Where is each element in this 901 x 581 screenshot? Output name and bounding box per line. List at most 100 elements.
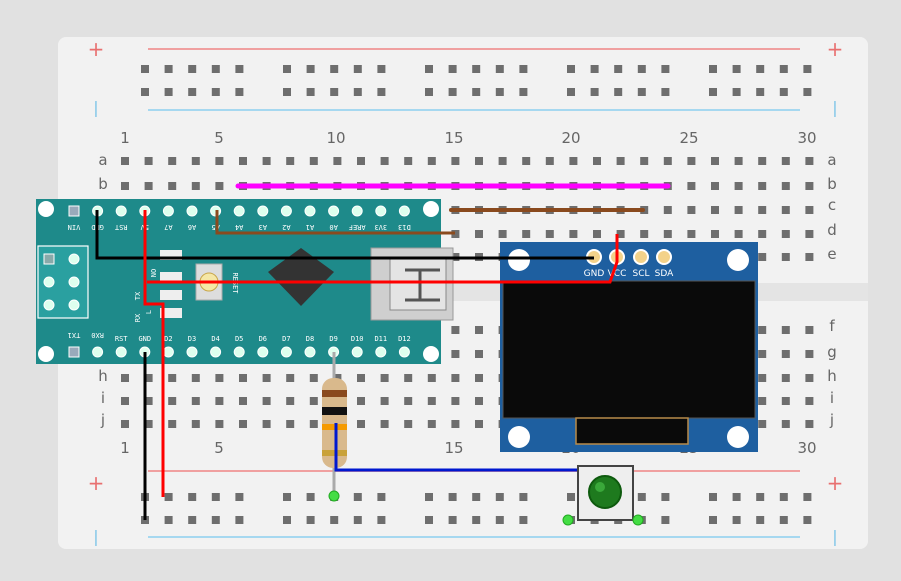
- hole-a-16[interactable]: [475, 157, 483, 165]
- rail-hole-top-pos-21[interactable]: [709, 65, 717, 73]
- hole-e-29[interactable]: [781, 253, 790, 261]
- hole-a-15[interactable]: [451, 157, 460, 165]
- hole-i-15[interactable]: [451, 397, 460, 405]
- rail-hole-top-neg-17[interactable]: [590, 88, 599, 96]
- hole-h-14[interactable]: [427, 374, 436, 382]
- hole-a-29[interactable]: [781, 157, 790, 165]
- rail-hole-bot-pos-9[interactable]: [353, 493, 362, 501]
- rail-hole-bot-pos-19[interactable]: [637, 493, 646, 501]
- hole-f-16[interactable]: [475, 326, 483, 334]
- hole-a-24[interactable]: [663, 157, 672, 165]
- hole-b-30[interactable]: [805, 182, 814, 190]
- top-pin-13[interactable]: [375, 205, 387, 217]
- hole-h-11[interactable]: [357, 374, 365, 382]
- hole-f-15[interactable]: [451, 326, 460, 334]
- rail-hole-top-pos-1[interactable]: [141, 65, 149, 73]
- hole-j-16[interactable]: [475, 420, 483, 428]
- hole-a-14[interactable]: [427, 157, 436, 165]
- hole-i-4[interactable]: [191, 397, 200, 405]
- hole-i-30[interactable]: [805, 397, 814, 405]
- hole-c-30[interactable]: [805, 206, 814, 214]
- hole-i-11[interactable]: [357, 397, 365, 405]
- rail-hole-top-pos-14[interactable]: [495, 65, 504, 73]
- hole-d-20[interactable]: [569, 230, 578, 238]
- bottom-pin-13[interactable]: [375, 346, 387, 358]
- hole-i-14[interactable]: [427, 397, 436, 405]
- rail-hole-top-neg-9[interactable]: [353, 88, 362, 96]
- hole-j-14[interactable]: [427, 420, 436, 428]
- hole-a-10[interactable]: [333, 157, 342, 165]
- rail-hole-top-neg-2[interactable]: [164, 88, 173, 96]
- top-pin-0[interactable]: [68, 205, 80, 217]
- rail-hole-top-neg-21[interactable]: [709, 88, 717, 96]
- rail-hole-bot-pos-12[interactable]: [448, 493, 457, 501]
- hole-d-23[interactable]: [640, 230, 649, 238]
- rail-hole-top-pos-4[interactable]: [211, 65, 220, 73]
- rail-hole-top-neg-24[interactable]: [779, 88, 788, 96]
- rail-hole-top-pos-17[interactable]: [590, 65, 599, 73]
- rail-hole-top-neg-6[interactable]: [283, 88, 291, 96]
- rail-hole-top-pos-5[interactable]: [235, 65, 244, 73]
- rail-hole-top-pos-2[interactable]: [164, 65, 173, 73]
- hole-h-3[interactable]: [168, 374, 177, 382]
- hole-i-7[interactable]: [262, 397, 271, 405]
- hole-a-30[interactable]: [805, 157, 814, 165]
- hole-d-15[interactable]: [451, 230, 460, 238]
- hole-a-3[interactable]: [168, 157, 177, 165]
- rail-hole-top-neg-18[interactable]: [614, 88, 623, 96]
- hole-j-29[interactable]: [781, 420, 790, 428]
- hole-a-28[interactable]: [758, 157, 767, 165]
- rail-hole-bot-neg-7[interactable]: [306, 516, 315, 524]
- rail-hole-bot-pos-15[interactable]: [519, 493, 528, 501]
- rail-hole-bot-pos-20[interactable]: [661, 493, 670, 501]
- hole-a-7[interactable]: [262, 157, 271, 165]
- rail-hole-bot-neg-4[interactable]: [211, 516, 220, 524]
- rail-hole-bot-pos-14[interactable]: [495, 493, 504, 501]
- rail-hole-top-pos-7[interactable]: [306, 65, 315, 73]
- hole-a-4[interactable]: [191, 157, 200, 165]
- hole-g-15[interactable]: [451, 350, 460, 358]
- rail-hole-top-neg-5[interactable]: [235, 88, 244, 96]
- hole-h-4[interactable]: [191, 374, 200, 382]
- rail-hole-bot-pos-4[interactable]: [211, 493, 220, 501]
- oled-pin-sda[interactable]: [656, 249, 672, 265]
- hole-c-27[interactable]: [734, 206, 743, 214]
- button-cap[interactable]: [588, 475, 622, 509]
- hole-a-11[interactable]: [357, 157, 365, 165]
- hole-a-25[interactable]: [687, 157, 696, 165]
- hole-f-30[interactable]: [805, 326, 814, 334]
- hole-c-26[interactable]: [711, 206, 719, 214]
- bottom-pin-8[interactable]: [257, 346, 269, 358]
- hole-d-22[interactable]: [616, 230, 625, 238]
- top-pin-12[interactable]: [351, 205, 363, 217]
- rail-hole-top-pos-13[interactable]: [472, 65, 481, 73]
- rail-hole-top-pos-20[interactable]: [661, 65, 670, 73]
- rail-hole-top-neg-7[interactable]: [306, 88, 315, 96]
- hole-d-28[interactable]: [758, 230, 767, 238]
- hole-a-6[interactable]: [239, 157, 247, 165]
- rail-hole-top-neg-13[interactable]: [472, 88, 481, 96]
- push-button[interactable]: [562, 465, 644, 526]
- rail-hole-bot-neg-6[interactable]: [283, 516, 291, 524]
- hole-a-5[interactable]: [215, 157, 224, 165]
- rail-hole-top-neg-14[interactable]: [495, 88, 504, 96]
- rail-hole-bot-neg-9[interactable]: [353, 516, 362, 524]
- rail-hole-top-pos-8[interactable]: [330, 65, 339, 73]
- hole-i-2[interactable]: [144, 397, 153, 405]
- hole-g-16[interactable]: [475, 350, 483, 358]
- hole-i-8[interactable]: [286, 397, 295, 405]
- hole-i-5[interactable]: [215, 397, 224, 405]
- hole-i-12[interactable]: [380, 397, 389, 405]
- rail-hole-bot-neg-11[interactable]: [425, 516, 433, 524]
- hole-e-30[interactable]: [805, 253, 814, 261]
- hole-b-25[interactable]: [687, 182, 696, 190]
- bottom-pin-2[interactable]: [115, 346, 127, 358]
- hole-b-2[interactable]: [144, 182, 153, 190]
- rail-hole-top-pos-19[interactable]: [637, 65, 646, 73]
- hole-i-1[interactable]: [121, 397, 129, 405]
- hole-f-29[interactable]: [781, 326, 790, 334]
- rail-hole-bot-neg-13[interactable]: [472, 516, 481, 524]
- hole-h-13[interactable]: [404, 374, 413, 382]
- top-pin-2[interactable]: [115, 205, 127, 217]
- hole-d-21[interactable]: [593, 230, 601, 238]
